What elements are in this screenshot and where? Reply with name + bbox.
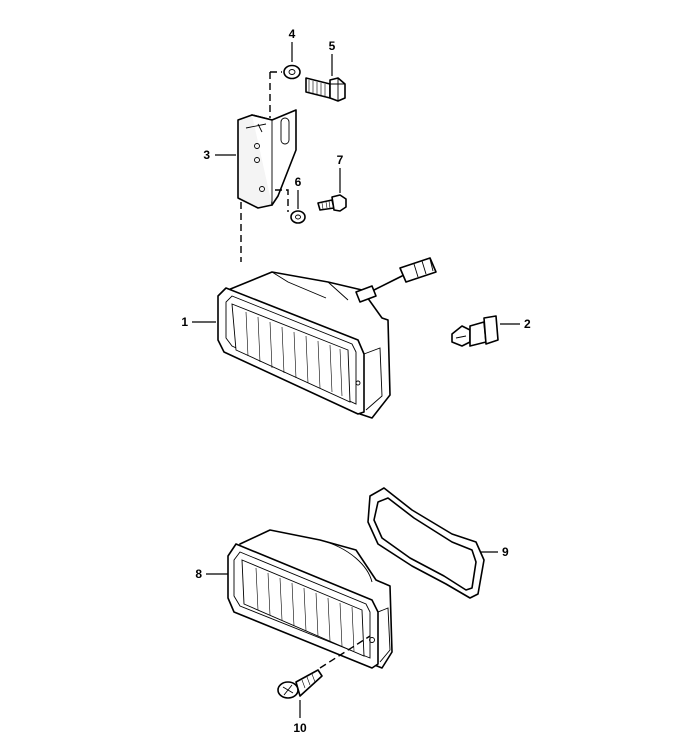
callout-2: 2 <box>524 317 531 331</box>
screw-icon <box>317 194 347 212</box>
hex-bolt-icon <box>305 77 346 102</box>
leader-lines <box>192 42 520 718</box>
callout-9: 9 <box>502 545 509 559</box>
callout-5: 5 <box>329 39 336 53</box>
bulb-icon <box>451 315 499 347</box>
phillips-screw-icon <box>277 635 371 699</box>
fog-lamp-housing-icon <box>227 529 393 669</box>
callout-3: 3 <box>203 148 210 162</box>
callout-4: 4 <box>289 27 296 41</box>
callout-10: 10 <box>293 721 307 735</box>
callout-7: 7 <box>337 153 344 167</box>
callout-6: 6 <box>295 175 302 189</box>
washer-icon <box>283 64 301 80</box>
mounting-bracket-icon <box>237 109 297 209</box>
callout-8: 8 <box>195 567 202 581</box>
washer-icon <box>290 210 306 224</box>
fog-lamp-assembly-icon <box>217 257 437 419</box>
gasket-icon <box>367 487 485 599</box>
callout-1: 1 <box>181 315 188 329</box>
callout-labels: 4 5 3 7 6 1 2 9 8 10 <box>181 27 531 735</box>
assembly-guide-lines <box>240 71 289 262</box>
